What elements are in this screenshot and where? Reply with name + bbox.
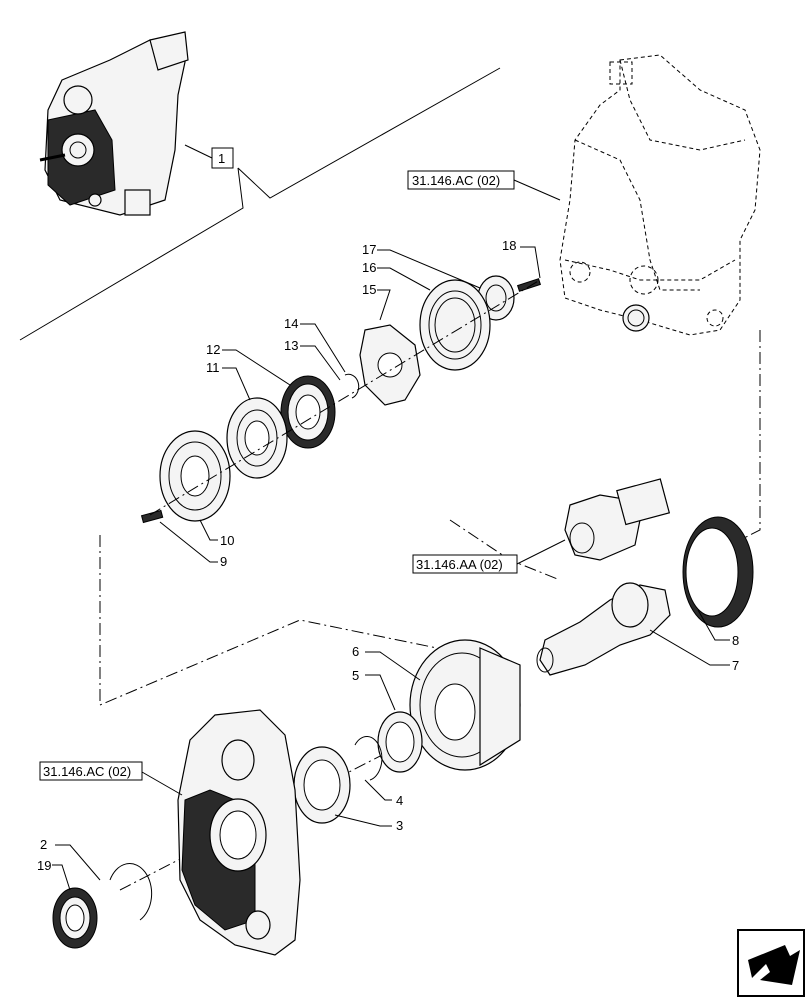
part-13-14-snap-ring (344, 373, 360, 399)
callout-11: 11 (206, 360, 220, 375)
part-2-ring (109, 863, 153, 921)
callout-16: 16 (362, 260, 376, 275)
callout-18: 18 (502, 238, 516, 253)
part-5-bearing (377, 711, 423, 773)
callout-7: 7 (732, 658, 739, 673)
callout-9: 9 (220, 554, 227, 569)
leader-1a (19, 167, 244, 341)
leader-1b (184, 144, 213, 159)
callout-19: 19 (37, 858, 51, 873)
ref-box-housing-bottom (39, 761, 143, 781)
part-18-pin (516, 278, 542, 292)
next-page-arrow-icon[interactable] (737, 929, 805, 997)
part-10-bearing (159, 430, 231, 522)
part-7-shaft (536, 582, 671, 676)
callout-10: 10 (220, 533, 234, 548)
part-16-bearing (419, 279, 491, 371)
part-8-ring-gear (682, 516, 754, 628)
callout-6: 6 (352, 644, 359, 659)
part-15-clip (359, 324, 421, 406)
callout-17: 17 (362, 242, 376, 257)
callout-4: 4 (396, 793, 403, 808)
part-12-seal (280, 375, 336, 449)
ref-housing-bottom[interactable]: 31.146.AC (02) (43, 764, 131, 779)
part-9-pin (140, 509, 164, 524)
part-19-seal (52, 887, 98, 949)
callout-14: 14 (284, 316, 298, 331)
part-3-bearing (293, 746, 351, 824)
ref-gear[interactable]: 31.146.AA (02) (416, 557, 503, 572)
callout-15: 15 (362, 282, 376, 297)
callout-1: 1 (218, 151, 225, 166)
part-4-snap-ring (354, 736, 383, 781)
callout-3: 3 (396, 818, 403, 833)
housing-top (559, 54, 761, 336)
callout-12: 12 (206, 342, 220, 357)
callout-8: 8 (732, 633, 739, 648)
ref-housing-top[interactable]: 31.146.AC (02) (412, 173, 500, 188)
callout-2: 2 (40, 837, 47, 852)
part-gear-ref (564, 478, 671, 561)
callout-box-1 (211, 147, 234, 169)
callout-13: 13 (284, 338, 298, 353)
overview-assembly (39, 31, 189, 216)
leader-1c (237, 67, 501, 199)
part-6-hub-gear (409, 639, 521, 771)
housing-bottom (177, 709, 301, 956)
callout-5: 5 (352, 668, 359, 683)
